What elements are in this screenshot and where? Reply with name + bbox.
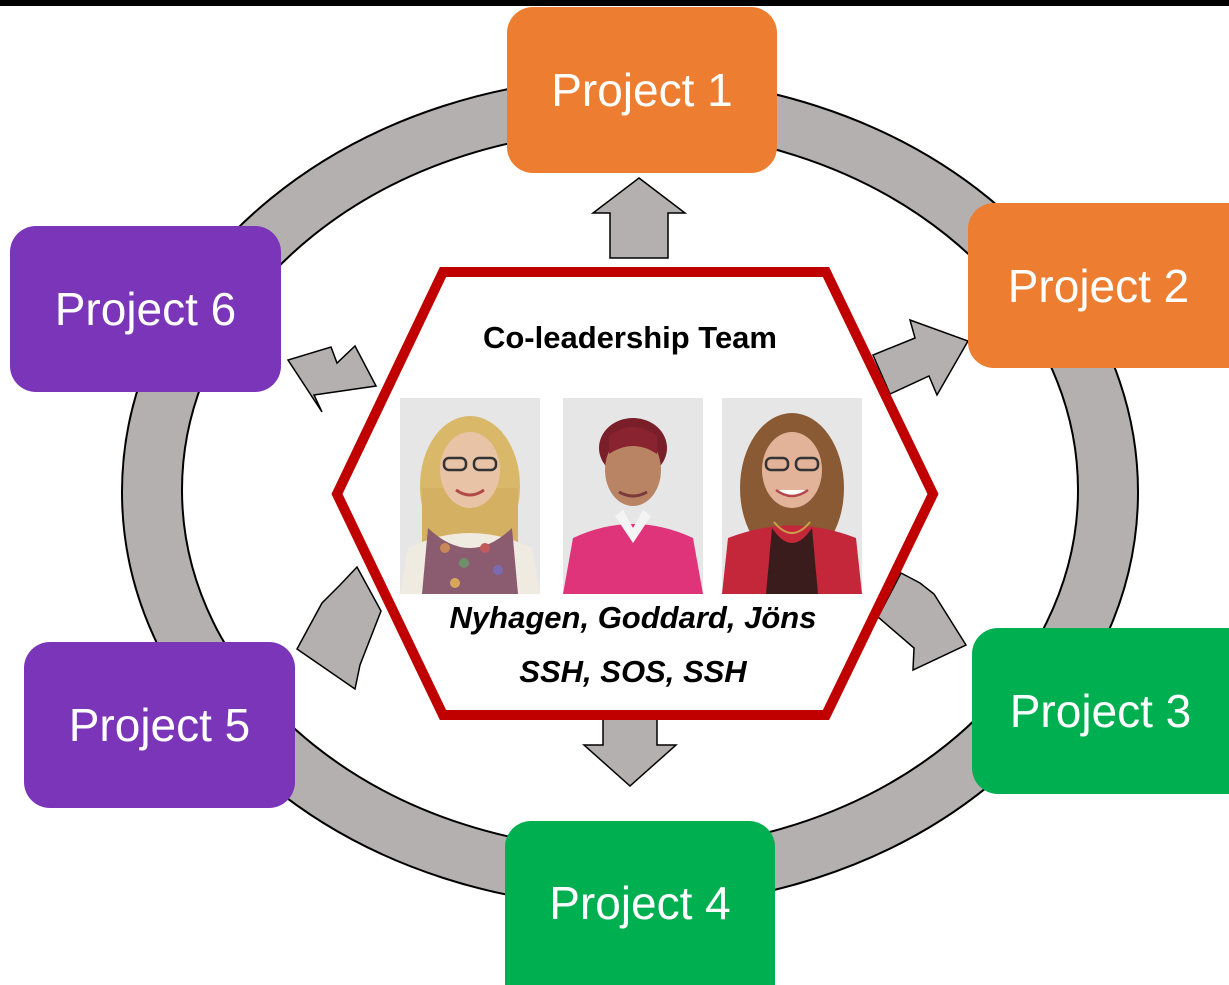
project-2-box: Project 2	[968, 203, 1229, 368]
photo-nyhagen	[400, 398, 540, 594]
arrow-to-project-5	[296, 565, 382, 691]
project-1-label: Project 1	[551, 64, 733, 116]
arrow-to-project-3	[877, 571, 968, 672]
project-1-box: Project 1	[507, 7, 777, 173]
project-5-label: Project 5	[68, 699, 251, 751]
co-leaders-schools: SSH, SOS, SSH	[519, 654, 747, 689]
photo-goddard	[563, 398, 703, 594]
project-6-label: Project 6	[54, 283, 237, 335]
co-leaders-names: Nyhagen, Goddard, Jöns	[449, 600, 817, 635]
project-2-label: Project 2	[1007, 259, 1190, 312]
project-4-box: Project 4	[505, 821, 775, 985]
co-leadership-title: Co-leadership Team	[482, 320, 777, 355]
top-border-bar	[0, 0, 1229, 6]
arrow-to-project-4	[582, 711, 678, 788]
arrow-to-project-1	[590, 177, 688, 259]
arrow-to-project-2	[872, 318, 970, 397]
project-3-label: Project 3	[1009, 685, 1192, 737]
arrow-to-project-6	[286, 344, 378, 413]
project-4-label: Project 4	[549, 877, 731, 929]
project-6-box: Project 6	[10, 226, 281, 392]
photo-jons	[722, 398, 862, 594]
project-5-box: Project 5	[24, 642, 295, 808]
project-3-box: Project 3	[972, 628, 1229, 794]
